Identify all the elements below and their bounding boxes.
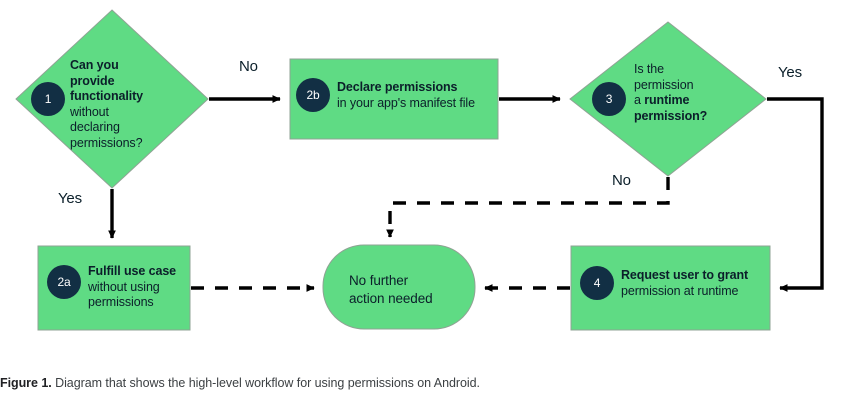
node-1-line-4: without	[70, 104, 109, 119]
node-2b-line-2: in your app's manifest file	[337, 95, 475, 110]
node-4-line-1: Request user to grant	[621, 268, 749, 282]
edge-label-yes-right: Yes	[778, 64, 802, 81]
node-2a-badge-circle	[47, 265, 81, 299]
node-2a-line-3: permissions	[88, 295, 154, 309]
node-3-badge-label: 3	[605, 92, 613, 106]
edge-label-yes-left: Yes	[58, 190, 82, 207]
node-terminal-label: No further action needed	[349, 272, 479, 308]
node-4-badge-circle	[580, 266, 614, 300]
figure-caption-label: Figure 1.	[0, 376, 52, 390]
node-terminal-line-2: action needed	[349, 291, 433, 306]
node-2a-badge-label: 2a	[57, 275, 71, 289]
node-2b-badge-label: 2b	[306, 88, 320, 102]
figure-caption: Figure 1. Diagram that shows the high-le…	[0, 374, 854, 392]
node-2a-line-1: Fulfill use case	[88, 264, 177, 278]
node-1-line-3: functionality	[70, 89, 144, 103]
node-2a-line-2: without using	[88, 279, 160, 294]
node-2b-badge-circle	[296, 78, 330, 112]
node-1-label: Can you provide functionality without de…	[70, 58, 190, 151]
flowchart-svg	[15, 9, 824, 331]
node-1-badge-circle	[31, 82, 65, 116]
node-1-line-1: Can you	[70, 58, 119, 72]
node-2b-line-1: Declare permissions	[337, 80, 458, 94]
node-3-line-2: permission	[634, 77, 694, 92]
edge-label-no-right: No	[612, 172, 631, 189]
node-3-line-4: permission?	[634, 108, 708, 123]
node-3-line-1: Is the	[634, 62, 664, 76]
node-1-shape	[15, 9, 209, 189]
node-1-line-5: declaring	[70, 120, 120, 134]
node-3-label: Is the permission a runtime permission?	[634, 62, 744, 124]
node-terminal-line-1: No further	[349, 273, 409, 288]
figure-caption-text: Diagram that shows the high-level workfl…	[55, 376, 480, 390]
node-3-badge-circle	[592, 82, 626, 116]
node-3-line-3-prefix: a	[634, 93, 645, 107]
node-3-shape	[569, 21, 767, 177]
node-4-label: Request user to grant permission at runt…	[621, 268, 791, 299]
connector-3-to-4	[767, 97, 824, 292]
node-1-line-6: permissions?	[70, 135, 143, 150]
node-3-line-3-emphasis: runtime	[644, 93, 690, 107]
connector-3-to-terminal	[386, 177, 670, 238]
node-4-line-2: permission at runtime	[621, 283, 739, 298]
node-4-badge-label: 4	[593, 276, 601, 290]
edge-label-no-top: No	[239, 58, 258, 75]
node-1-badge-label: 1	[44, 92, 52, 106]
node-2b-label: Declare permissions in your app's manife…	[337, 80, 497, 111]
node-1-line-2: provide	[70, 73, 115, 88]
node-2a-label: Fulfill use case without using permissio…	[88, 264, 192, 311]
node-terminal-shape	[322, 244, 476, 330]
flowchart-diagram: Can you provide functionality without de…	[15, 9, 824, 331]
